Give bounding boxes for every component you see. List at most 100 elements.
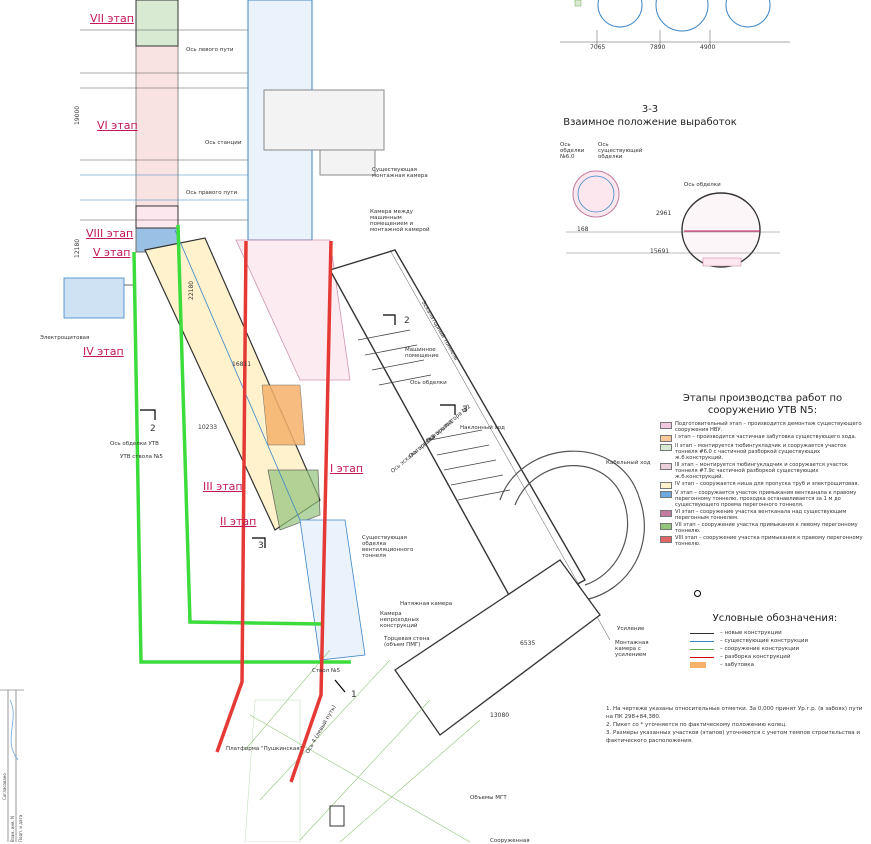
label-shaft: Ствол №5 [312, 668, 341, 674]
label-axis-left-track: Ось левого пути [186, 47, 234, 53]
stages-legend: Этапы производства работ по сооружению У… [660, 393, 865, 548]
stage-iii-label: III этап [203, 480, 243, 493]
label-chamber-between: Камера между машинным помещением и монта… [370, 209, 430, 233]
s33-axis-lining: Ось обделки [684, 182, 721, 188]
conditional-row: – забутовка [690, 661, 860, 669]
legend-swatch [660, 444, 672, 451]
vertical-shaft [80, 0, 270, 253]
drawing-notes: 1. На чертеже указаны относительные отме… [606, 705, 864, 745]
legend-row: III этап – монтируется тюбингукладчик и … [660, 462, 865, 480]
legend-swatch [660, 491, 672, 498]
dim-19000: 19000 [74, 105, 81, 125]
section-num-1: 1 [351, 690, 357, 700]
dim-22180: 22180 [188, 280, 195, 300]
label-machine-room: Машинное помещение [405, 347, 439, 359]
s33-dim-168: 168 [577, 226, 589, 233]
legend-swatch [660, 435, 672, 442]
s33-dim-15691: 15691 [650, 248, 670, 255]
label-electric: Электрощитовая [40, 335, 90, 341]
legend-text: IV этап – сооружается ниша для пропуска … [675, 481, 860, 487]
legend-swatch [660, 422, 672, 429]
legend-text: VI этап – сооружение участка вентканала … [675, 509, 847, 521]
conditional-symbol [690, 656, 714, 658]
legend-swatch [660, 523, 672, 530]
legend-text: VII этап – сооружение участка примыкания… [675, 522, 858, 534]
note-1: 1. На чертеже указаны относительные отме… [606, 706, 863, 720]
legend-row: II этап – монтируется тюбингукладчик и с… [660, 443, 865, 461]
section-num-2: 2 [150, 424, 156, 434]
stage-ii-label: II этап [220, 515, 257, 528]
label-chamber-non-tech: Камера непроходных конструкций [380, 611, 420, 629]
conditional-text: – существующие конструкции [720, 638, 809, 644]
section-3-3-title: 3-3 [641, 104, 659, 115]
conditional-symbol [690, 640, 714, 642]
cable-passage-arc [499, 450, 645, 601]
label-reinforcement: Усиление [617, 626, 645, 632]
dim-16811: 16811 [232, 361, 252, 368]
label-axis-utv: Ось обделки УТВ [110, 441, 159, 447]
label-end-wall: Торцевая стена (объем ПМГ) [384, 636, 430, 648]
legend-swatch [660, 463, 672, 470]
legend-row: VI этап – сооружение участка вентканала … [660, 509, 865, 521]
s33-axis-tunnel: Ось обделки №6.0 [560, 142, 585, 160]
label-pushkinskaya: Платформа "Пушкинская" [226, 746, 303, 752]
label-existing-chamber: Существующая монтажная камера [372, 167, 428, 179]
legend-row: VIII этап – сооружение участка примыкани… [660, 535, 865, 547]
stage-viii-label: VIII этап [86, 227, 134, 240]
s33-existing-lining: Ось существующей обделки [598, 142, 643, 160]
label-utv-shaft: УТВ ствола №5 [120, 454, 163, 460]
label-incline: Наклонный ход [460, 425, 505, 431]
label-axis-stations: Ось станции [205, 140, 242, 146]
existing-chamber-column [247, 0, 385, 241]
legend-swatch [660, 510, 672, 517]
label-mount-chamber: Монтажная камера с усилением [615, 640, 649, 658]
conditional-symbol [690, 662, 706, 668]
label-structure: Сооруженная [490, 838, 530, 844]
conditional-row: – существующие конструкции [690, 637, 860, 645]
marker-dot [694, 590, 701, 597]
label-cable-passage: Кабельный ход [606, 460, 651, 466]
legend-text: II этап – монтируется тюбингукладчик и с… [675, 443, 847, 461]
note-2: 2. Пикет со * уточняется по фактическому… [606, 722, 787, 728]
stamp-label-b: Взам. инв. N [10, 816, 15, 842]
label-existing-lining-vent: Существующая обделка вентиляционного тон… [362, 535, 414, 559]
legend-text: VIII этап – сооружение участка примыкани… [675, 535, 863, 547]
label-axis-right-track: Ось правого пути [186, 190, 238, 196]
stamp-label-a: Согласовано [2, 773, 7, 800]
stage-i-label: I этап [330, 462, 364, 475]
section-markers [140, 314, 456, 693]
dim-13080: 13080 [490, 712, 510, 719]
section-num-3: 3 [258, 541, 264, 551]
lower-structures [244, 519, 601, 842]
label-tension-chamber: Натяжная камера [400, 601, 453, 607]
dim-12180: 12180 [74, 238, 81, 258]
legend-text: V этап – сооружается участок примыкания … [675, 490, 857, 508]
legend-swatch [660, 482, 672, 489]
note-3: 3. Размеры указанных участков (этапов) у… [606, 730, 860, 744]
top-dim-3: 4900 [700, 44, 716, 51]
stage-v-label: V этап [93, 246, 131, 259]
section-3-3-subtitle: Взаимное положение выработок [563, 117, 737, 128]
conditional-legend-rows: – новые конструкции– существующие констр… [690, 629, 860, 669]
stage-iv-label: IV этап [83, 345, 124, 358]
section-3-3-drawing [566, 170, 780, 268]
conditional-legend-title: Условные обозначения: [712, 613, 838, 624]
label-axis-lining: Ось обделки [410, 380, 447, 386]
legend-row: Подготовительный этап – производится дем… [660, 421, 865, 433]
legend-row: V этап – сооружается участок примыкания … [660, 490, 865, 508]
legend-text: Подготовительный этап – производится дем… [675, 421, 862, 433]
legend-row: IV этап – сооружается ниша для пропуска … [660, 481, 865, 489]
title-block-stamp [0, 689, 24, 842]
construction-outline-green [132, 224, 351, 664]
conditional-text: – разборка конструкций [720, 654, 791, 660]
top-dim-2: 7890 [650, 44, 666, 51]
label-mgt-volume: Объемы МГТ [470, 795, 507, 801]
dim-10233: 10233 [198, 424, 218, 431]
dim-6535: 6535 [520, 640, 536, 647]
top-dim-1: 7065 [590, 44, 606, 51]
section-num-2b: 2 [404, 316, 410, 326]
stages-legend-title: Этапы производства работ по сооружению У… [682, 393, 843, 416]
escalator-tunnel [328, 249, 611, 641]
stages-legend-items: Подготовительный этап – производится дем… [660, 421, 865, 547]
